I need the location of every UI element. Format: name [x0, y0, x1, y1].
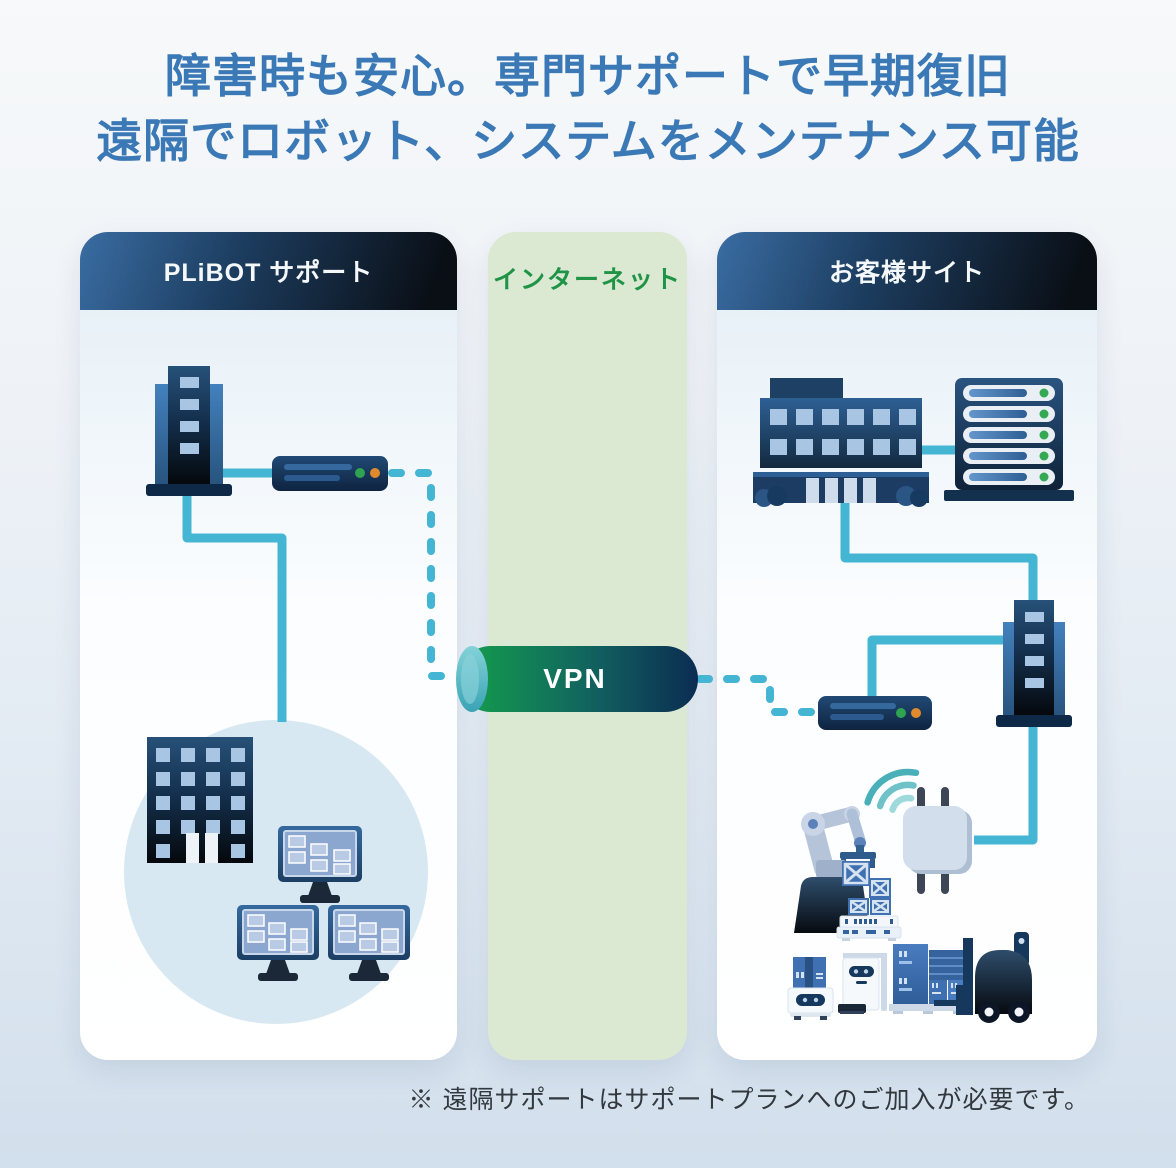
- line-router-tower: [867, 635, 1008, 700]
- pallet-shelf-icon: [889, 944, 968, 1014]
- server-tower-icon: [146, 366, 232, 496]
- line-tower-operators: [182, 490, 287, 722]
- packing-machine-icon: [787, 957, 834, 1020]
- wireless-access-point-icon: [903, 787, 972, 894]
- panel-plibot-support-header: PLiBOT サポート: [80, 232, 457, 310]
- monitor-icon: [237, 905, 319, 981]
- line-tower-accesspoint: [974, 723, 1038, 845]
- vpn-label: VPN: [543, 663, 607, 694]
- title-line-2: 遠隔でロボット、システムをメンテナンス可能: [96, 115, 1080, 167]
- door: [186, 833, 199, 863]
- vpn-tunnel-icon: [456, 646, 698, 712]
- panel-customer-site-header: お客様サイト: [717, 232, 1097, 310]
- dashed-line-vpn-router: [696, 675, 816, 716]
- agv-robot-icon: [838, 953, 887, 1014]
- page-title: 障害時も安心。専門サポートで早期復旧 遠隔でロボット、システムをメンテナンス可能: [0, 44, 1176, 174]
- dashed-line-router-vpn: [388, 469, 460, 680]
- wifi-signal-icon: [864, 768, 920, 813]
- office-building-icon: [147, 737, 253, 863]
- router-icon: [272, 456, 388, 491]
- title-line-1: 障害時も安心。専門サポートで早期復旧: [165, 50, 1011, 102]
- forklift-icon: [934, 932, 1032, 1023]
- led-orange: [911, 708, 921, 718]
- router-icon: [818, 696, 932, 730]
- server-tower-icon: [996, 600, 1072, 727]
- footer-note: ※ 遠隔サポートはサポートプランへのご加入が必要です。: [408, 1086, 1090, 1114]
- line-building-tower: [840, 498, 1038, 606]
- led-green: [896, 708, 906, 718]
- bush: [755, 486, 928, 507]
- panel-internet-header: インターネット: [492, 266, 682, 294]
- monitor-icon: [278, 826, 362, 903]
- server-rack-icon: [944, 378, 1074, 501]
- monitor-icon: [328, 905, 410, 981]
- led-green: [355, 468, 365, 478]
- factory-building-icon: [753, 378, 929, 507]
- control-machine-icon: [836, 915, 902, 941]
- crates-icon: [848, 878, 891, 915]
- crate: [842, 861, 870, 886]
- door: [205, 833, 218, 863]
- led-orange: [370, 468, 380, 478]
